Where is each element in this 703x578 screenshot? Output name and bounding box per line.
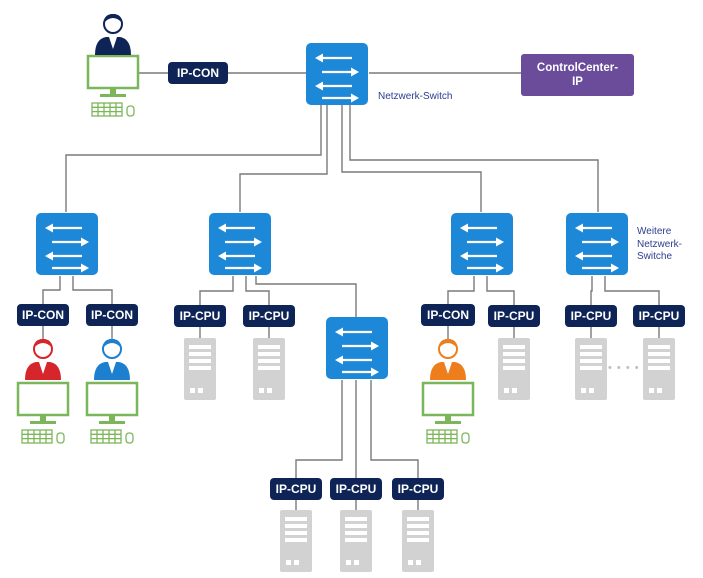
connection-lines [42, 72, 660, 510]
user-orange-icon [429, 338, 467, 381]
server-3 [498, 338, 530, 400]
workstation-blue [85, 381, 139, 445]
network-switch-caption: Netzwerk-Switch [378, 91, 453, 102]
user-red-icon [24, 338, 62, 381]
ip-con-label-top: IP-CON [168, 62, 228, 84]
network-switch-5 [324, 315, 390, 381]
ip-cpu-label-5: IP-CPU [633, 305, 685, 327]
server-5 [643, 338, 675, 400]
user-blue-icon [93, 338, 131, 381]
server-4 [575, 338, 607, 400]
more-servers-ellipsis: • • • • [608, 362, 640, 374]
user-top-icon [94, 13, 132, 56]
ip-con-label-1: IP-CON [17, 304, 69, 326]
control-center-line-1: ControlCenter- [536, 61, 619, 74]
ip-cpu-label-2: IP-CPU [243, 305, 295, 327]
ip-con-label-2: IP-CON [86, 304, 138, 326]
control-center-ip-box: ControlCenter- IP [521, 54, 634, 96]
network-switch-2 [207, 211, 273, 277]
ip-cpu-label-8: IP-CPU [392, 478, 444, 500]
more-switches-line-3: Switche [637, 251, 673, 262]
workstation-orange [421, 381, 475, 445]
network-switch-4 [564, 211, 630, 277]
ip-con-label-3: IP-CON [421, 304, 475, 326]
server-1 [184, 338, 216, 400]
more-switches-line-1: Weitere [637, 226, 672, 237]
ip-cpu-label-4: IP-CPU [565, 305, 617, 327]
server-6 [280, 510, 312, 572]
more-switches-caption: Weitere Netzwerk- Switche [637, 226, 682, 264]
server-8 [402, 510, 434, 572]
workstation-red [16, 381, 70, 445]
workstation-top [86, 54, 140, 118]
network-switch-1 [34, 211, 100, 277]
ip-cpu-label-7: IP-CPU [330, 478, 382, 500]
more-switches-line-2: Netzwerk- [637, 238, 683, 250]
ip-cpu-label-1: IP-CPU [174, 305, 226, 327]
ip-cpu-label-3: IP-CPU [488, 305, 540, 327]
server-7 [340, 510, 372, 572]
ip-cpu-label-6: IP-CPU [270, 478, 322, 500]
control-center-line-2: IP [572, 76, 583, 88]
server-2 [253, 338, 285, 400]
network-switch-3 [449, 211, 515, 277]
main-network-switch [304, 41, 370, 107]
